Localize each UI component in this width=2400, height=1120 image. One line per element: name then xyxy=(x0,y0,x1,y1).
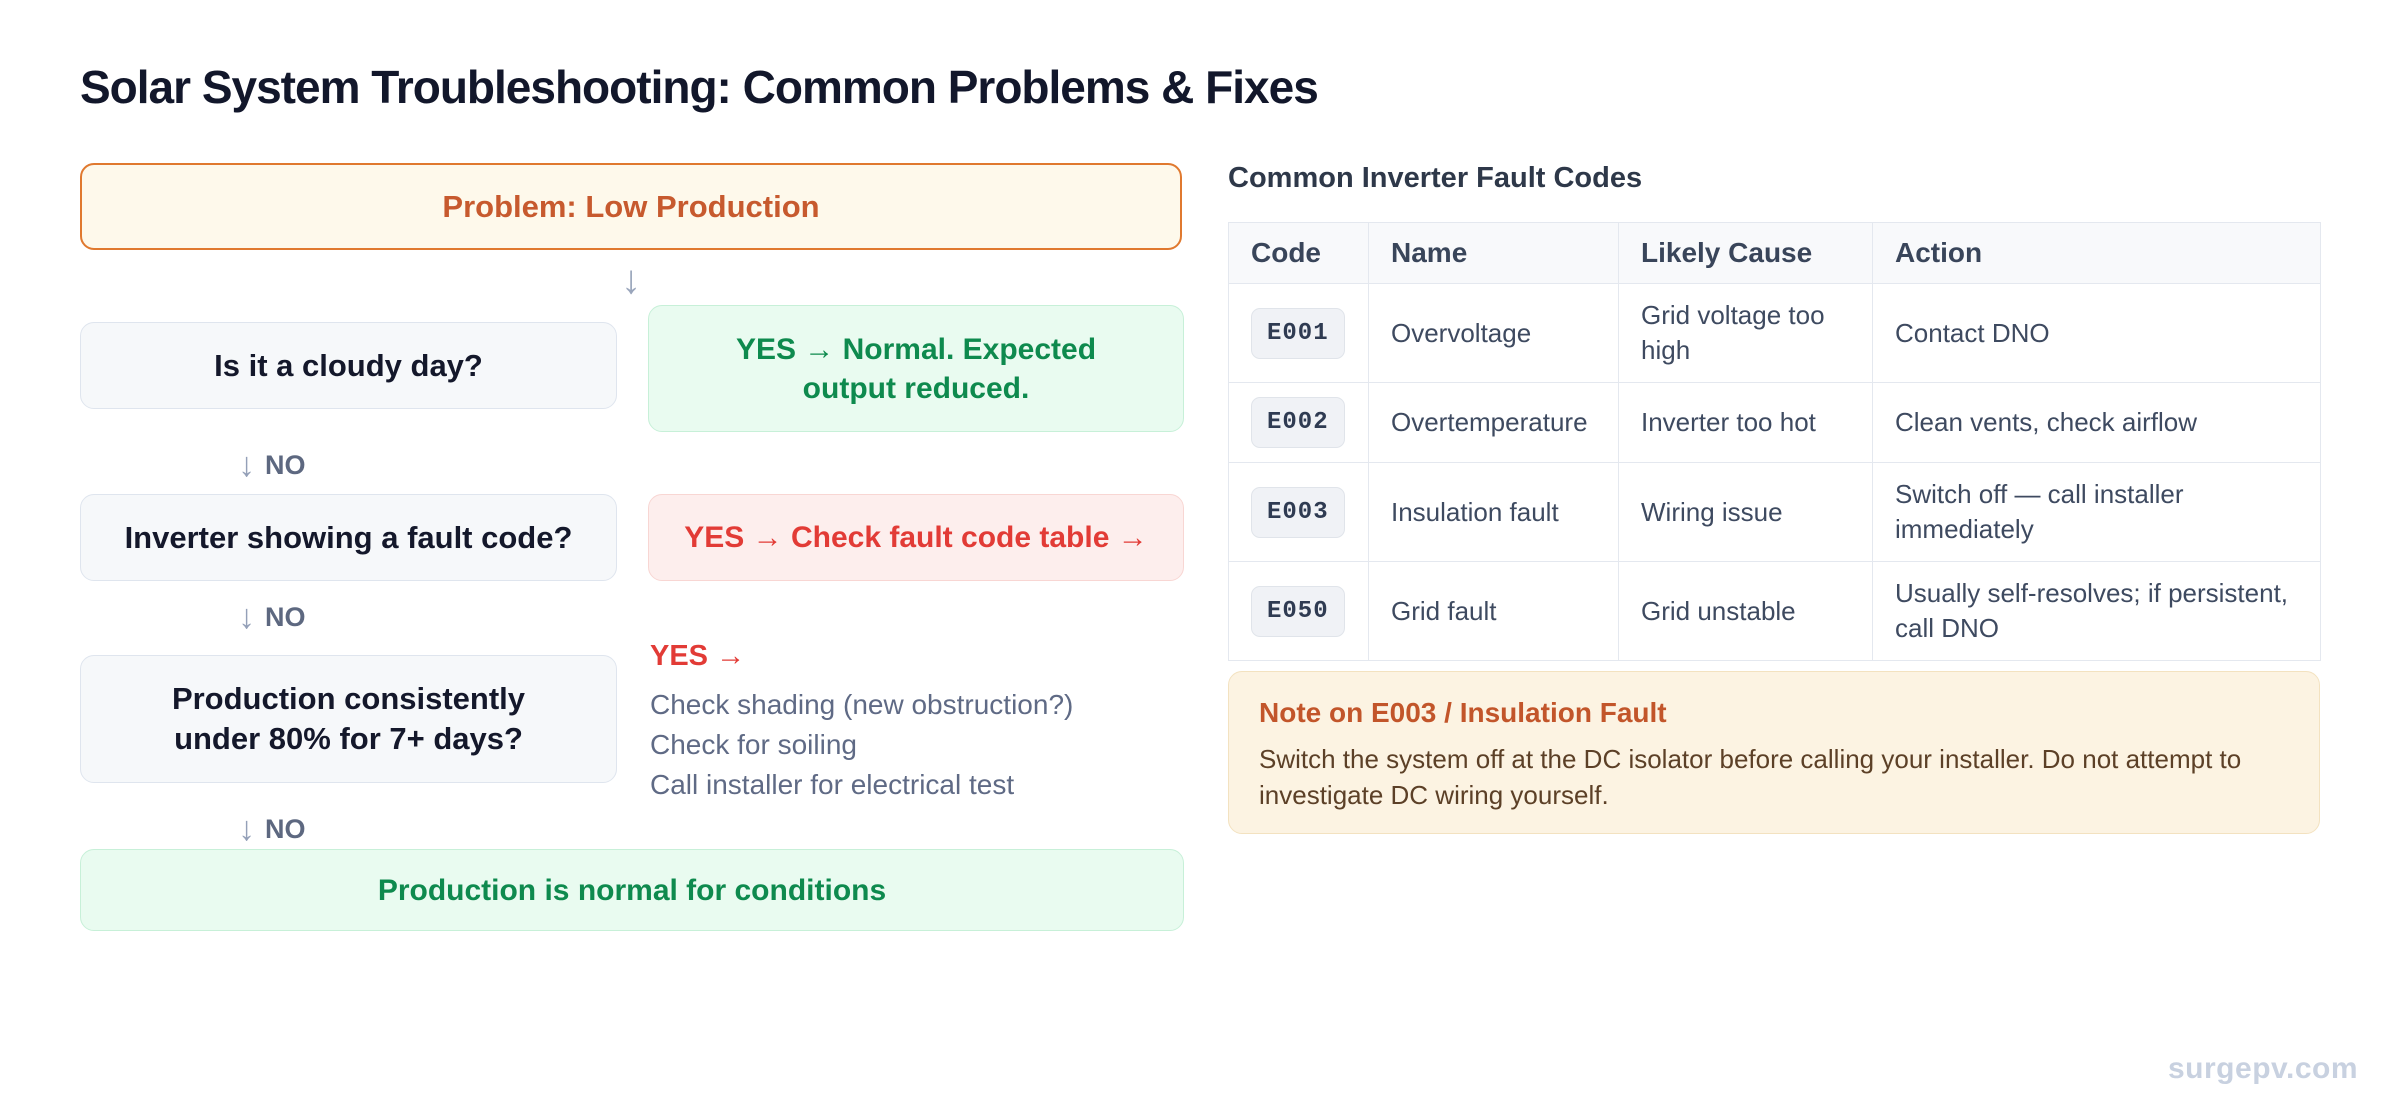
action-cell: Switch off — call installer immediately xyxy=(1872,462,2321,562)
yes-outcome-check-table: YES → Check fault code table → xyxy=(648,494,1184,581)
action-cell: Usually self-resolves; if persistent, ca… xyxy=(1872,561,2321,661)
no-label: ↓ NO xyxy=(238,446,306,485)
cause-cell: Grid voltage too high xyxy=(1618,283,1873,383)
code-badge: E002 xyxy=(1251,397,1345,448)
checklist-item: Call installer for electrical test xyxy=(650,769,1015,800)
name-cell: Grid fault xyxy=(1368,561,1619,661)
action-cell: Contact DNO xyxy=(1872,283,2321,383)
down-arrow-icon: ↓ xyxy=(621,258,641,302)
column-header-action: Action xyxy=(1872,222,2321,284)
watermark: surgepv.com xyxy=(2168,1052,2358,1085)
yes-outcome-normal: YES → Normal. Expected output reduced. xyxy=(648,305,1184,432)
question-box-fault-code: Inverter showing a fault code? xyxy=(80,494,617,581)
code-badge: E003 xyxy=(1251,486,1345,538)
no-label: ↓ NO xyxy=(238,598,306,637)
fault-codes-heading: Common Inverter Fault Codes xyxy=(1228,162,1643,194)
fault-codes-table: Code Name Likely Cause Action E001 Overv… xyxy=(1228,222,2321,661)
cause-cell: Grid unstable xyxy=(1618,561,1873,661)
name-cell: Overvoltage xyxy=(1368,283,1619,383)
question-box-low-production: Production consistently under 80% for 7+… xyxy=(80,655,617,783)
no-down-arrow-icon: ↓ xyxy=(238,810,255,848)
note-body: Switch the system off at the DC isolator… xyxy=(1259,744,2242,810)
no-label-text: NO xyxy=(265,814,306,844)
name-cell: Insulation fault xyxy=(1368,462,1619,562)
table-row: E050 Grid fault Grid unstable Usually se… xyxy=(1228,561,2321,661)
yes-checklist-lead: YES → xyxy=(650,640,746,672)
yes-checklist: YES → Check shading (new obstruction?) C… xyxy=(650,640,1170,805)
question-box-cloudy-day: Is it a cloudy day? xyxy=(80,322,617,409)
code-badge: E001 xyxy=(1251,307,1345,359)
code-cell: E002 xyxy=(1228,382,1369,463)
table-header-row: Code Name Likely Cause Action xyxy=(1228,222,2321,284)
action-cell: Clean vents, check airflow xyxy=(1872,382,2321,463)
code-cell: E001 xyxy=(1228,283,1369,383)
no-label-text: NO xyxy=(265,602,306,632)
result-box: Production is normal for conditions xyxy=(80,849,1184,931)
no-label-text: NO xyxy=(265,450,306,480)
column-header-cause: Likely Cause xyxy=(1618,222,1873,284)
cause-cell: Wiring issue xyxy=(1618,462,1873,562)
checklist-item: Check shading (new obstruction?) xyxy=(650,689,1074,720)
name-cell: Overtemperature xyxy=(1368,382,1619,463)
note-title: Note on E003 / Insulation Fault xyxy=(1259,697,1667,728)
column-header-name: Name xyxy=(1368,222,1619,284)
code-badge: E050 xyxy=(1251,585,1345,637)
checklist-item: Check for soiling xyxy=(650,729,857,760)
code-cell: E050 xyxy=(1228,561,1369,661)
code-cell: E003 xyxy=(1228,462,1369,562)
problem-box: Problem: Low Production xyxy=(80,163,1182,250)
page-title: Solar System Troubleshooting: Common Pro… xyxy=(80,61,1319,113)
note-box: Note on E003 / Insulation Fault Switch t… xyxy=(1228,671,2320,834)
table-row: E003 Insulation fault Wiring issue Switc… xyxy=(1228,462,2321,562)
no-down-arrow-icon: ↓ xyxy=(238,446,255,484)
no-down-arrow-icon: ↓ xyxy=(238,598,255,636)
cause-cell: Inverter too hot xyxy=(1618,382,1873,463)
column-header-code: Code xyxy=(1228,222,1369,284)
no-label: ↓ NO xyxy=(238,810,306,849)
table-row: E002 Overtemperature Inverter too hot Cl… xyxy=(1228,382,2321,463)
table-row: E001 Overvoltage Grid voltage too high C… xyxy=(1228,283,2321,383)
